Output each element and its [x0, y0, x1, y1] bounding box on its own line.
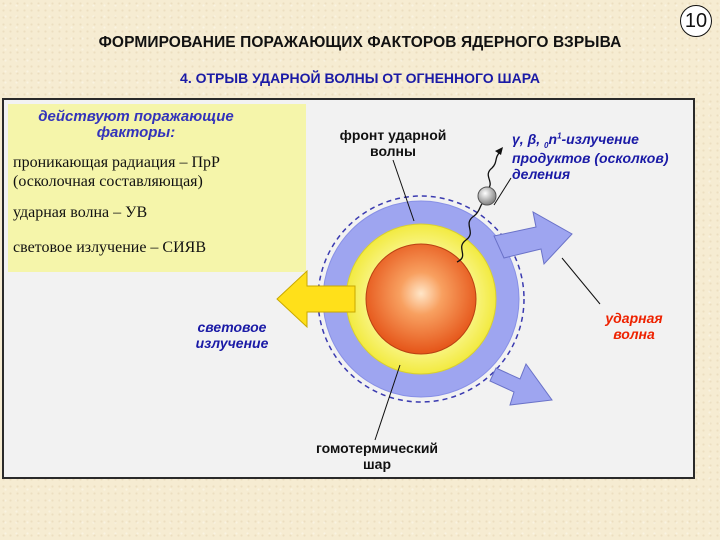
- homothermal-sphere: [365, 243, 477, 355]
- shock-front-label-line2: волны: [370, 143, 416, 159]
- radiation-label-line1: γ, β, 0n1-излучение: [512, 131, 717, 150]
- shock-wave-arrow-lower: [489, 362, 553, 406]
- fission-particle: [477, 186, 497, 206]
- shock-wave-arrow-upper: [493, 211, 573, 266]
- factor-line: проникающая радиация – ПрР: [13, 154, 220, 171]
- radiation-label-line2: продуктов (осколков): [512, 149, 669, 166]
- radiation-suffix: -излучение: [561, 131, 639, 147]
- shock-front-leader-line: [392, 159, 415, 222]
- factors-heading: действуют поражающие факторы:: [16, 109, 256, 141]
- factors-box: [8, 104, 306, 272]
- homothermal-sphere-label: гомотермический шар: [290, 440, 464, 472]
- factor-line: (осколочная составляющая): [13, 173, 203, 190]
- factor-penetrating-radiation: проникающая радиация – ПрР (осколочная с…: [13, 153, 220, 191]
- page-subtitle: 4. ОТРЫВ УДАРНОЙ ВОЛНЫ ОТ ОГНЕННОГО ШАРА: [180, 70, 540, 86]
- factor-shock-wave: ударная волна – УВ: [13, 204, 148, 221]
- factors-heading-line2: факторы:: [96, 124, 176, 141]
- sphere-leader-line: [374, 364, 401, 441]
- radiation-neutron: n: [548, 131, 558, 147]
- shock-wave-label: ударная волна: [588, 310, 680, 342]
- radiation-superscript: 1: [557, 131, 562, 141]
- light-radiation-label-line1: световое: [197, 319, 267, 335]
- radiation-wave-path-upper: [486, 151, 501, 191]
- radiation-symbols: γ, β,: [512, 131, 541, 147]
- sphere-label-line1: гомотермический: [315, 440, 439, 456]
- shock-front-dashed-outline: [317, 195, 525, 403]
- radiation-arrowhead: [495, 147, 503, 155]
- page-number: 10: [680, 5, 712, 37]
- light-radiation-label: световое излучение: [180, 319, 284, 351]
- light-radiation-label-line2: излучение: [195, 335, 269, 351]
- shock-front-label: фронт ударной волны: [320, 127, 466, 159]
- shock-wave-leader-line: [561, 257, 601, 305]
- page-title: ФОРМИРОВАНИЕ ПОРАЖАЮЩИХ ФАКТОРОВ ЯДЕРНОГ…: [98, 34, 622, 51]
- shock-wave-label-line2: волна: [613, 326, 655, 342]
- radiation-leader-line: [493, 177, 512, 206]
- radiation-label-line3: деления: [512, 165, 571, 182]
- shock-wave-label-line1: ударная: [605, 310, 663, 326]
- sphere-label-line2: шар: [362, 456, 391, 472]
- factors-heading-line1: действуют поражающие: [38, 108, 234, 125]
- shock-front-label-line1: фронт ударной: [339, 127, 447, 143]
- radiation-label: γ, β, 0n1-излучение продуктов (осколков)…: [512, 131, 717, 182]
- radiation-subscript: 0: [544, 140, 549, 150]
- radiation-wave-path: [456, 199, 488, 263]
- light-radiation-arrow: [276, 269, 356, 329]
- factor-light-radiation: световое излучение – СИЯВ: [13, 239, 206, 256]
